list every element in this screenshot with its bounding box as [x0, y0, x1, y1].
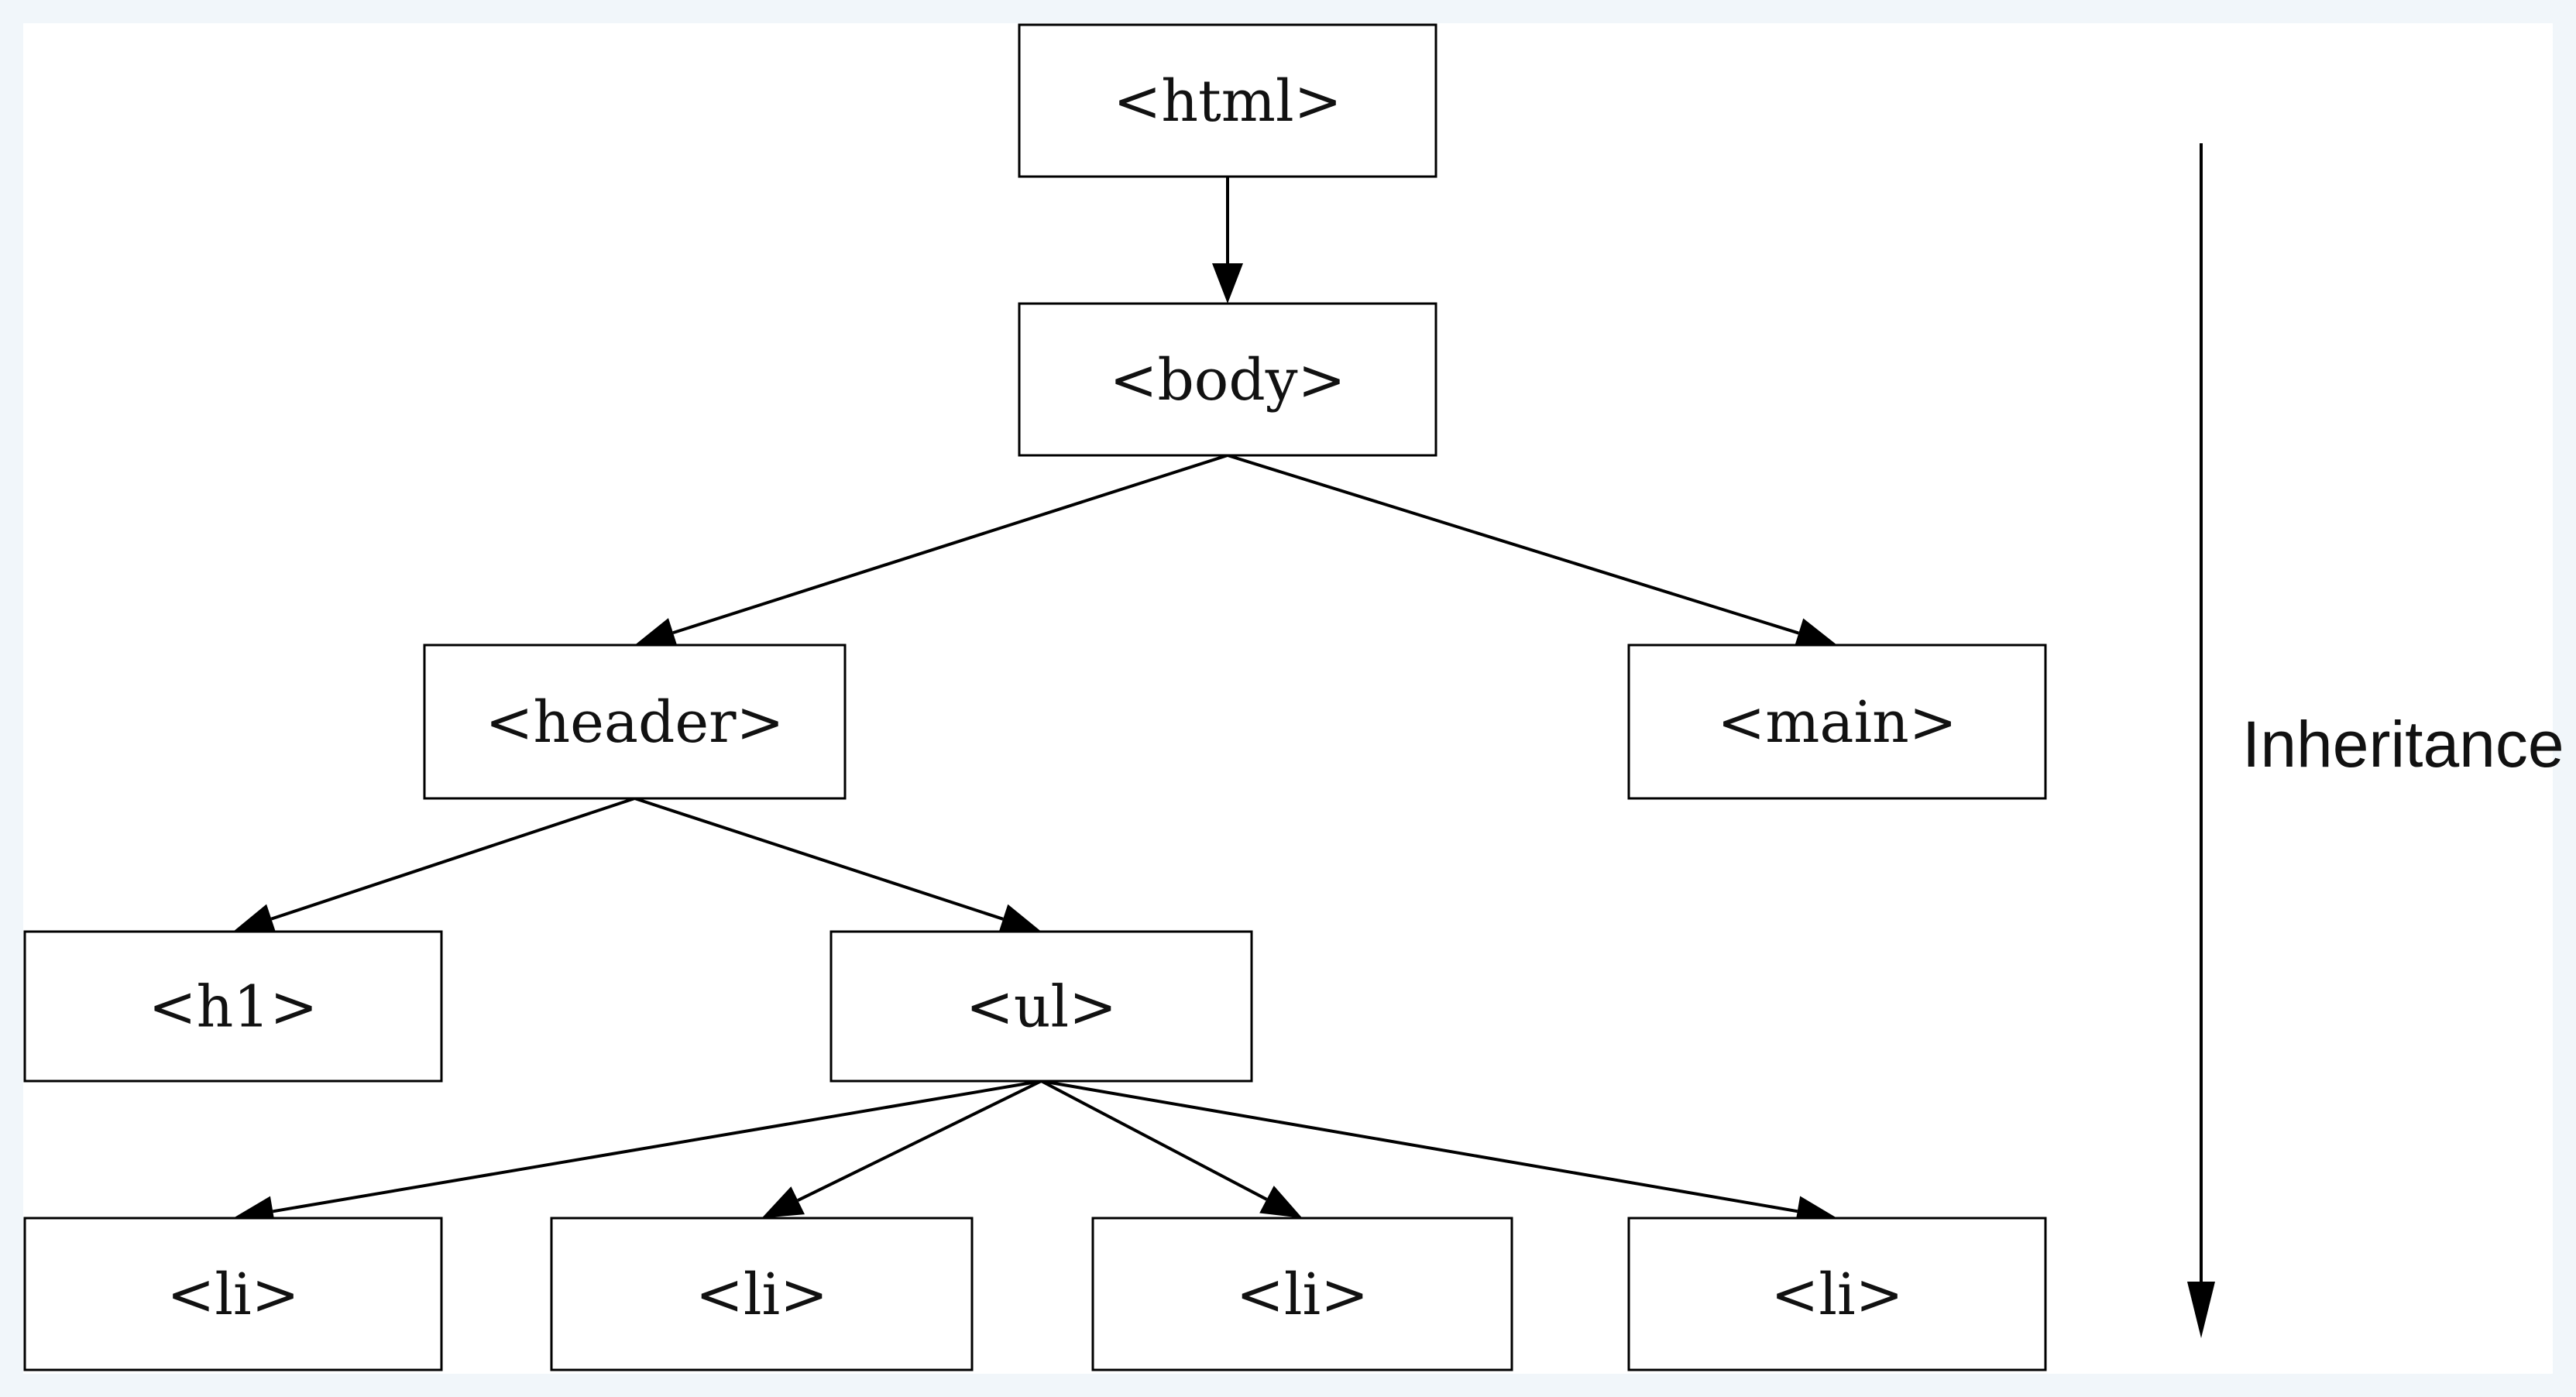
- edge-arrowhead-body-to-header: [634, 618, 678, 648]
- edge-line-ul-to-li1: [272, 1080, 1042, 1213]
- node-box-li1: [23, 1217, 443, 1371]
- node-box-h1: [23, 930, 443, 1083]
- edge-line-ul-to-li3: [1040, 1080, 1268, 1201]
- edge-arrowhead-header-to-h1: [233, 904, 276, 934]
- edge-line-body-to-header: [672, 454, 1228, 635]
- node-li4: <li>: [1627, 1217, 2047, 1371]
- edge-arrowhead-header-to-ul: [998, 904, 1042, 934]
- inheritance-arrow-head: [2187, 1282, 2215, 1338]
- node-main: <main>: [1627, 644, 2047, 800]
- inheritance-arrow: [2187, 143, 2215, 1338]
- node-h1: <h1>: [23, 930, 443, 1083]
- node-label-ul: <ul>: [966, 974, 1117, 1041]
- node-label-li3: <li>: [1236, 1261, 1369, 1328]
- node-box-html: [1018, 23, 1437, 178]
- edge-line-header-to-ul: [634, 797, 1004, 921]
- node-body: <body>: [1018, 302, 1437, 457]
- node-label-main: <main>: [1717, 689, 1957, 756]
- nodes-layer: <html> <body> <header> <main> <h1> <ul> <li> <l…: [23, 23, 2047, 1371]
- node-label-li1: <li>: [167, 1261, 299, 1328]
- edge-line-body-to-main: [1227, 454, 1799, 635]
- edge-arrowhead-ul-to-li3: [1259, 1186, 1303, 1218]
- edge-arrowhead-html-to-body: [1212, 263, 1243, 304]
- edge-arrowhead-ul-to-li2: [761, 1186, 805, 1218]
- node-box-li3: [1091, 1217, 1513, 1371]
- node-li3: <li>: [1091, 1217, 1513, 1371]
- node-li2: <li>: [550, 1217, 974, 1371]
- node-label-header: <header>: [485, 689, 784, 756]
- edge-ul-to-li1: [233, 1080, 1042, 1227]
- node-ul: <ul>: [829, 930, 1253, 1083]
- node-label-html: <html>: [1113, 68, 1341, 135]
- edge-ul-to-li3: [1040, 1080, 1303, 1218]
- edge-body-to-main: [1227, 454, 1837, 648]
- edge-html-to-body: [1212, 177, 1243, 304]
- edge-header-to-ul: [634, 797, 1042, 934]
- edge-ul-to-li4: [1041, 1080, 1837, 1227]
- node-label-h1: <h1>: [149, 974, 318, 1041]
- node-box-body: [1018, 302, 1437, 457]
- inheritance-label: Inheritance: [2242, 708, 2564, 781]
- node-box-li4: [1627, 1217, 2047, 1371]
- node-label-li4: <li>: [1771, 1261, 1903, 1328]
- edge-body-to-header: [634, 454, 1228, 648]
- node-box-ul: [829, 930, 1253, 1083]
- edge-line-ul-to-li4: [1041, 1080, 1798, 1213]
- node-label-li2: <li>: [696, 1261, 828, 1328]
- node-label-body: <body>: [1109, 347, 1345, 414]
- edge-arrowhead-body-to-main: [1794, 618, 1837, 648]
- node-li1: <li>: [23, 1217, 443, 1371]
- node-box-header: [423, 644, 847, 800]
- edge-line-ul-to-li2: [797, 1080, 1042, 1202]
- node-box-main: [1627, 644, 2047, 800]
- node-html: <html>: [1018, 23, 1437, 178]
- node-box-li2: [550, 1217, 974, 1371]
- edge-header-to-h1: [233, 797, 636, 934]
- edge-line-header-to-h1: [270, 797, 636, 921]
- node-header: <header>: [423, 644, 847, 800]
- edge-ul-to-li2: [761, 1080, 1042, 1218]
- edges-layer: [233, 177, 1837, 1227]
